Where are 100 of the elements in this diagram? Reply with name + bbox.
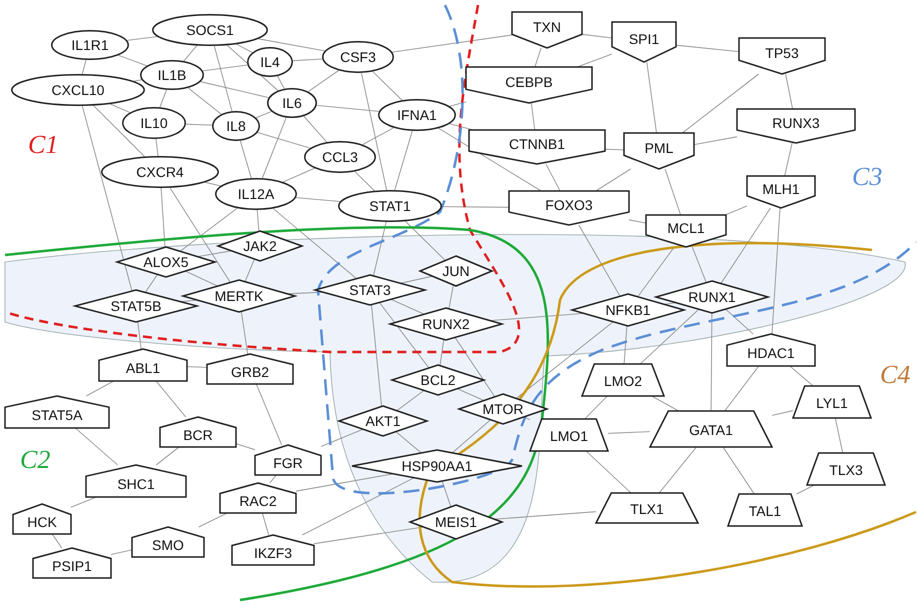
house-node [255,445,321,475]
interaction-line [772,410,794,416]
ellipse-node [152,14,268,46]
gene-label: STAT1 [368,198,412,214]
gene-label: CCL3 [321,149,359,165]
interaction-line [785,74,793,110]
ellipse-node [51,30,129,60]
interaction-line [244,258,255,282]
interaction-line [74,428,118,466]
interaction-line [578,224,620,297]
interaction-line [394,130,413,190]
gene-label: CSF3 [339,49,377,65]
trapezoid-node [807,453,885,485]
cluster-label: C4 [880,360,910,390]
interaction-line [440,339,444,366]
interaction-line [137,321,142,350]
cluster-label: C3 [852,162,882,192]
gene-label: CXCL10 [50,82,106,98]
gene-label: MLH1 [761,181,801,198]
diamond-node [392,365,484,395]
interaction-line [269,474,277,484]
interaction-line [180,208,238,252]
gene-label: MERTK [214,288,264,304]
ellipse-node [378,99,456,131]
interaction-line [628,219,646,224]
pentagon-node [646,215,726,247]
diamond-node [339,406,427,436]
interaction-line [724,366,760,412]
gene-label: MCL1 [666,220,706,236]
interaction-line [236,44,253,53]
interaction-line [372,71,402,101]
diamond-node [183,280,295,312]
pentagon-node [747,176,815,208]
interaction-line [202,64,248,72]
gene-label: NFKB1 [604,302,652,318]
diamond-node [315,275,425,305]
cluster-label: C1 [28,130,58,160]
interaction-line [258,38,326,52]
interaction-line [452,419,491,454]
gene-label: CXCR4 [135,164,185,180]
interaction-line [784,142,792,176]
interaction-line [722,446,755,494]
interaction-line [296,197,340,202]
diamond-node [420,256,492,286]
pentagon-node [469,130,605,164]
gene-label: GATA1 [688,422,734,438]
diamond-node [410,505,502,539]
house-node [232,535,314,565]
gene-label: TLX1 [629,500,665,517]
interaction-line [392,34,512,52]
interaction-line [637,246,675,298]
pentagon-node [466,67,592,103]
trapezoid-node [650,411,772,447]
gene-label: CEBPB [504,74,554,90]
interaction-line [530,102,536,130]
house-node [207,354,293,384]
interaction-line [272,208,357,280]
gene-label: MTOR [482,401,524,417]
interaction-line [449,102,466,107]
trapezoid-node [530,419,608,451]
ellipse-node [122,107,186,139]
diamond-node [117,247,215,277]
interaction-line [156,138,158,156]
diamond-node [572,294,684,326]
interaction-line [720,208,771,284]
house-node [727,334,815,366]
interaction-line [608,431,650,434]
interaction-line [93,105,145,157]
gene-label: MEIS1 [434,514,478,530]
interaction-line [82,60,86,74]
interaction-line [262,117,287,179]
house-node [132,527,204,557]
interaction-line [160,89,167,108]
diamond-node [656,281,768,313]
gene-label: JUN [441,263,471,279]
interaction-line [170,187,231,283]
interaction-line [262,512,270,536]
gene-label: SPI1 [628,30,660,47]
ellipse-node [101,156,219,188]
interaction-line [694,136,738,145]
gene-label: STAT5B [110,298,162,314]
interaction-line [354,171,375,192]
interaction-line [185,270,218,286]
gene-label: STAT5A [30,407,84,424]
ellipse-node [304,141,376,173]
gene-label: IL1R1 [70,37,110,53]
trapezoid-node [596,493,698,523]
interaction-line [257,132,310,148]
house-node [86,465,186,497]
diamond-node [459,394,547,424]
interaction-line [188,88,222,115]
gene-label: BCL2 [419,372,457,388]
interaction-line [86,380,114,396]
gene-label: IL6 [281,95,303,111]
ellipse-node [215,178,297,210]
gene-label: SMO [151,537,185,553]
house-node [5,396,109,428]
interaction-line [692,246,707,283]
interaction-line [390,298,425,315]
gene-label: HDAC1 [746,345,796,362]
